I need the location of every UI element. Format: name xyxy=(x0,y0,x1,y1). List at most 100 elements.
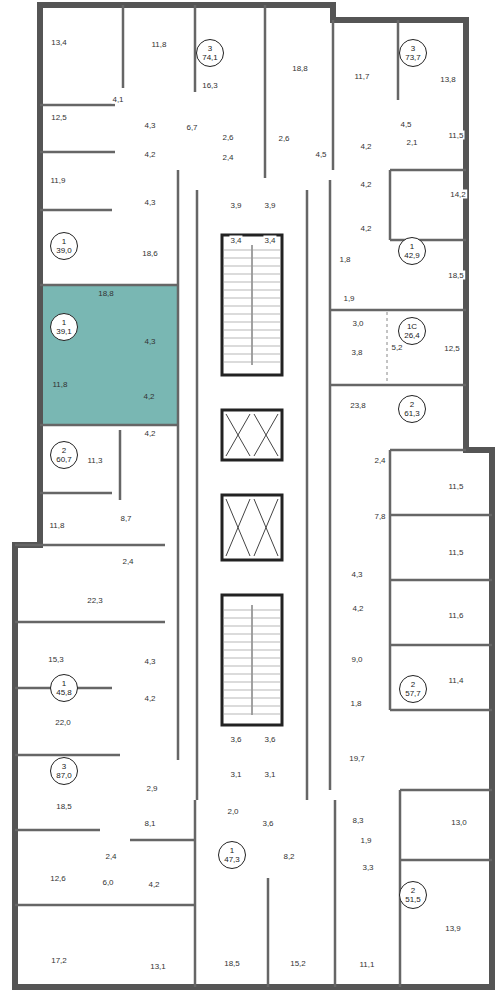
room-area: 3,6 xyxy=(229,735,242,744)
room-count: 3 xyxy=(411,44,415,53)
room-area: 4,5 xyxy=(314,150,327,159)
room-count: 1С xyxy=(407,322,417,331)
room-area: 13,1 xyxy=(149,962,167,971)
total-area: 39,1 xyxy=(56,327,72,336)
room-area: 3,4 xyxy=(229,236,242,245)
room-count: 3 xyxy=(208,44,212,53)
room-area: 13,9 xyxy=(444,924,462,933)
room-area: 22,3 xyxy=(86,596,104,605)
apartment-badge: 142,9 xyxy=(398,237,426,265)
room-area: 11,8 xyxy=(151,40,168,49)
room-area: 8,2 xyxy=(282,852,295,861)
room-area: 12,5 xyxy=(443,344,461,353)
room-area: 8,3 xyxy=(351,816,364,825)
room-area: 16,3 xyxy=(201,81,219,90)
room-area: 4,2 xyxy=(147,880,160,889)
inner-walls xyxy=(15,5,492,987)
room-area: 4,2 xyxy=(359,180,372,189)
room-area: 3,9 xyxy=(263,201,276,210)
room-area: 11,9 xyxy=(50,176,67,185)
room-area: 4,2 xyxy=(359,224,372,233)
room-area: 5,2 xyxy=(390,343,403,352)
total-area: 47,3 xyxy=(224,855,240,864)
room-area: 8,7 xyxy=(119,514,132,523)
stair-treads xyxy=(224,250,280,714)
room-area: 4,2 xyxy=(143,429,156,438)
room-area: 11,8 xyxy=(52,380,69,389)
room-area: 8,1 xyxy=(143,819,156,828)
room-area: 12,6 xyxy=(49,874,67,883)
room-area: 18,8 xyxy=(291,64,309,73)
room-area: 2,6 xyxy=(277,134,290,143)
room-count: 1 xyxy=(62,237,66,246)
room-area: 4,2 xyxy=(359,142,372,151)
room-area: 2,4 xyxy=(104,852,117,861)
room-area: 7,8 xyxy=(373,512,386,521)
room-count: 1 xyxy=(410,242,414,251)
room-area: 3,6 xyxy=(263,735,276,744)
room-area: 4,2 xyxy=(351,604,364,613)
total-area: 39,0 xyxy=(56,246,72,255)
core xyxy=(222,235,282,725)
room-area: 4,1 xyxy=(111,95,124,104)
room-area: 6,7 xyxy=(185,123,198,132)
stairs-and-lifts xyxy=(226,245,278,715)
apartment-badge: 251,5 xyxy=(399,881,427,909)
room-area: 4,2 xyxy=(143,150,156,159)
room-area: 9,0 xyxy=(350,655,363,664)
room-area: 3,8 xyxy=(350,348,363,357)
room-count: 3 xyxy=(62,762,66,771)
apartment-badge: 1С26,4 xyxy=(398,317,426,345)
outer-walls xyxy=(15,5,492,987)
room-count: 2 xyxy=(410,400,414,409)
total-area: 42,9 xyxy=(404,251,420,260)
apartment-badge: 139,1 xyxy=(50,313,78,341)
room-area: 15,3 xyxy=(47,655,65,664)
total-area: 51,5 xyxy=(405,895,421,904)
apartment-badge: 387,0 xyxy=(50,757,78,785)
room-area: 11,5 xyxy=(448,482,465,491)
apartment-badge: 373,7 xyxy=(399,39,427,67)
room-area: 6,0 xyxy=(101,878,114,887)
room-area: 1,8 xyxy=(349,699,362,708)
room-area: 3,9 xyxy=(229,201,242,210)
apartment-badge: 374,1 xyxy=(196,39,224,67)
total-area: 74,1 xyxy=(202,53,218,62)
total-area: 61,3 xyxy=(404,409,420,418)
apartment-badge: 145,8 xyxy=(50,674,78,702)
room-area: 1,8 xyxy=(338,255,351,264)
room-area: 3,3 xyxy=(361,863,374,872)
room-area: 2,4 xyxy=(373,456,386,465)
room-area: 15,2 xyxy=(289,959,307,968)
dashed-boundary xyxy=(387,312,388,383)
room-area: 18,5 xyxy=(223,959,241,968)
room-area: 11,4 xyxy=(448,676,465,685)
room-area: 4,3 xyxy=(143,337,156,346)
total-area: 87,0 xyxy=(56,771,72,780)
room-count: 2 xyxy=(411,886,415,895)
apartment-badge: 147,3 xyxy=(218,841,246,869)
room-area: 4,2 xyxy=(143,694,156,703)
room-area: 2,4 xyxy=(121,557,134,566)
room-count: 1 xyxy=(62,679,66,688)
room-area: 4,3 xyxy=(143,198,156,207)
room-area: 4,3 xyxy=(143,657,156,666)
room-count: 1 xyxy=(62,318,66,327)
room-area: 22,0 xyxy=(54,718,72,727)
room-area: 4,5 xyxy=(399,120,412,129)
room-area: 11,7 xyxy=(354,72,371,81)
room-area: 2,6 xyxy=(221,133,234,142)
total-area: 60,7 xyxy=(56,455,72,464)
total-area: 57,7 xyxy=(405,689,421,698)
apartment-badge: 261,3 xyxy=(398,395,426,423)
room-area: 2,9 xyxy=(145,784,158,793)
room-area: 13,0 xyxy=(450,818,468,827)
room-area: 4,3 xyxy=(143,121,156,130)
room-area: 2,0 xyxy=(226,807,239,816)
room-area: 4,2 xyxy=(142,392,155,401)
room-area: 3,0 xyxy=(351,319,364,328)
total-area: 45,8 xyxy=(56,688,72,697)
room-area: 11,1 xyxy=(359,960,376,969)
room-area: 11,5 xyxy=(448,548,465,557)
